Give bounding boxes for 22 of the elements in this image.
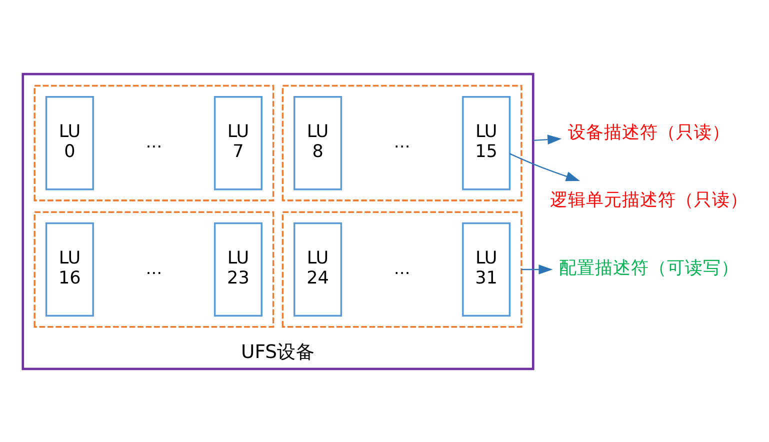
arrow xyxy=(533,134,562,144)
label: … xyxy=(394,258,410,278)
node-box: LU 16 xyxy=(45,222,94,316)
node-box: LU 8 xyxy=(294,95,342,190)
label: … xyxy=(394,132,410,151)
node-text: 配置描述符（可读写） xyxy=(558,258,739,278)
node-box: LU 24 xyxy=(294,222,342,316)
node-text: 逻辑单元描述符（只读） xyxy=(550,190,748,210)
label: … xyxy=(146,132,162,151)
cluster xyxy=(282,84,522,201)
arrow xyxy=(521,264,553,274)
node-box: LU 15 xyxy=(462,95,511,190)
arrow xyxy=(510,152,580,181)
node-box: LU 0 xyxy=(45,95,94,190)
cluster xyxy=(34,84,274,201)
cluster xyxy=(34,210,274,328)
node-text: 设备描述符（只读） xyxy=(568,122,730,142)
node-box: LU 31 xyxy=(462,222,511,316)
node-box: LU 7 xyxy=(214,95,262,190)
cluster xyxy=(282,210,522,328)
label: … xyxy=(146,258,162,278)
node-box: LU 23 xyxy=(214,222,262,316)
